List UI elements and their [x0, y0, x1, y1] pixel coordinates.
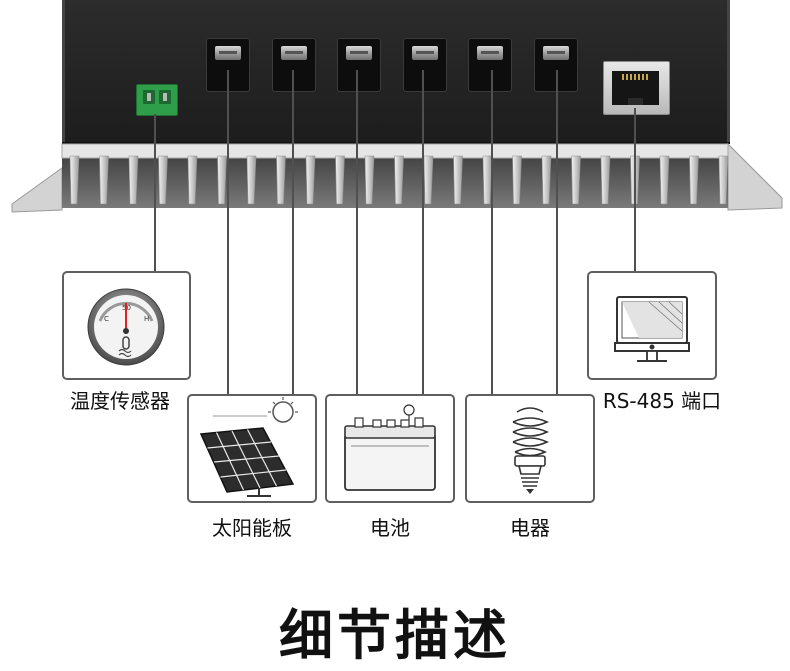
- heatsink-fin: [364, 155, 375, 205]
- heatsink-fin: [394, 155, 404, 205]
- section-title: 细节描述: [279, 604, 511, 667]
- battery-socket-1: [337, 38, 381, 92]
- heatsink-fin: [158, 155, 168, 205]
- label-load: 电器: [510, 516, 550, 540]
- heatsink-fin: [482, 155, 493, 205]
- heatsink-fin: [659, 155, 670, 205]
- heatsink-fin: [69, 155, 80, 205]
- cfl-bulb-icon: [512, 407, 549, 494]
- terminal-pin-icon: [143, 90, 155, 104]
- label-battery: 电池: [370, 516, 410, 540]
- label-rs485: RS-485 端口: [602, 389, 722, 413]
- temperature-gauge-icon: C 50 H: [87, 288, 165, 366]
- svg-text:H: H: [144, 315, 149, 323]
- connector-solar-2: [292, 70, 294, 396]
- heatsink-fin: [541, 155, 552, 205]
- load-box: [465, 394, 595, 503]
- connector-load-1: [491, 70, 493, 396]
- connector-load-2: [556, 70, 558, 396]
- heatsink-fin: [128, 155, 139, 205]
- rs485-port: [603, 61, 670, 115]
- connector-solar-1: [227, 70, 229, 396]
- heatsink-fin: [187, 155, 198, 205]
- solar-panel-icon: [199, 397, 298, 497]
- label-temp-sensor: 温度传感器: [70, 389, 170, 413]
- solar-socket-2: [272, 38, 316, 92]
- battery-box: [325, 394, 455, 503]
- heatsink-fin: [453, 155, 463, 205]
- label-solar-panel: 太阳能板: [212, 516, 292, 540]
- heatsink-fin: [689, 155, 699, 205]
- heatsink-fin: [423, 155, 434, 205]
- connector-battery-2: [422, 70, 424, 396]
- heatsink-fin: [276, 155, 286, 205]
- battery-icon: [344, 404, 436, 491]
- battery-socket-2: [403, 38, 447, 92]
- heatsink-fin: [512, 155, 522, 205]
- heatsink-fin: [718, 155, 729, 205]
- heatsink-fin: [99, 155, 109, 205]
- monitor-icon: [614, 296, 690, 362]
- heatsink-fin: [217, 155, 227, 205]
- temp-sensor-box: C 50 H: [62, 271, 191, 380]
- heatsink-fins: [11, 142, 783, 213]
- terminal-pin-icon: [159, 90, 171, 104]
- heatsink-fin: [335, 155, 345, 205]
- connector-temp-sensor: [154, 114, 156, 272]
- heatsink-fin-group: [69, 155, 729, 205]
- solar-panel-box: [187, 394, 317, 503]
- heatsink-fin: [600, 155, 611, 205]
- load-socket-1: [468, 38, 512, 92]
- temperature-sensor-terminal: [136, 84, 178, 116]
- heatsink-fin: [246, 155, 257, 205]
- connector-battery-1: [356, 70, 358, 396]
- heatsink-fin: [571, 155, 581, 205]
- connector-rs485: [634, 108, 636, 274]
- svg-text:C: C: [104, 315, 109, 323]
- rs485-box: [587, 271, 717, 380]
- heatsink-fin: [305, 155, 316, 205]
